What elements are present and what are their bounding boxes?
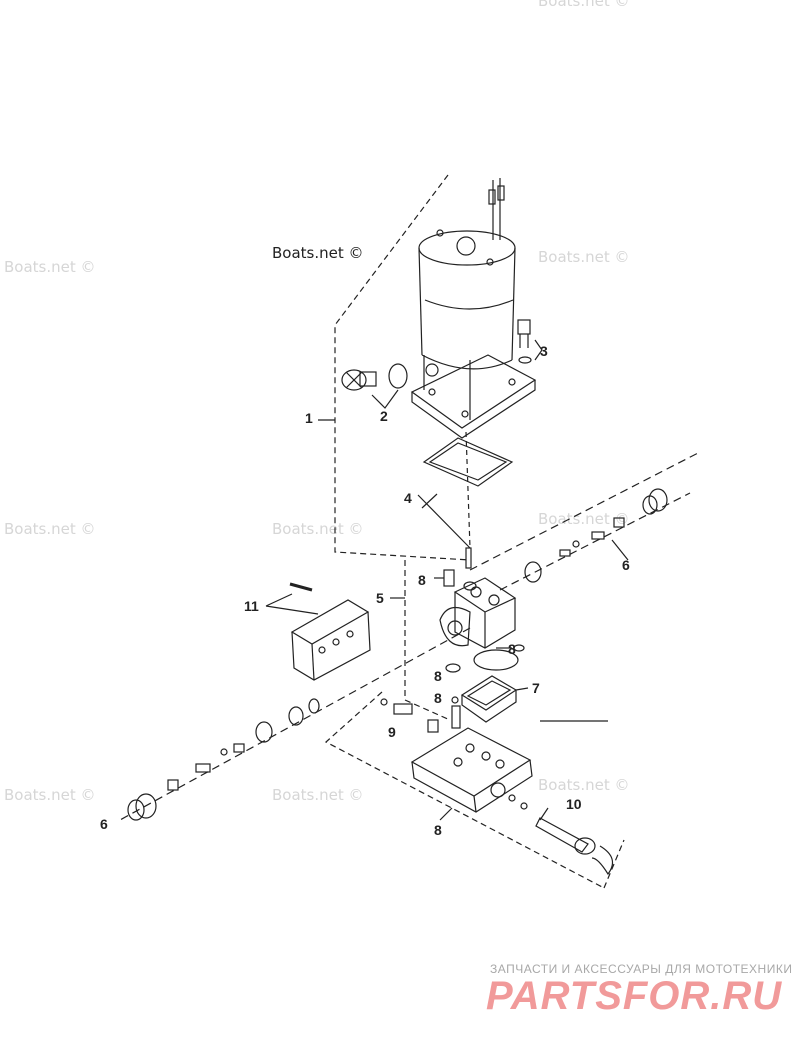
callout-8-lower: 8 xyxy=(434,690,442,706)
brand-tagline: ЗАПЧАСТИ И АКСЕССУАРЫ ДЛЯ МОТОТЕХНИКИ xyxy=(490,962,793,976)
callout-9: 9 xyxy=(388,724,396,740)
fill-plug-2 xyxy=(341,363,408,409)
callout-1: 1 xyxy=(305,410,313,426)
motor-assembly xyxy=(410,178,537,439)
watermark: Boats.net © xyxy=(272,786,364,804)
watermark: Boats.net © xyxy=(272,520,364,538)
watermark: Boats.net © xyxy=(4,786,96,804)
watermark: Boats.net © xyxy=(538,510,630,528)
callout-6-left: 6 xyxy=(100,816,108,832)
valve-axis-right xyxy=(469,451,701,591)
watermark: Boats.net © xyxy=(538,776,630,794)
callout-2: 2 xyxy=(380,408,388,424)
shaft-10 xyxy=(508,794,614,876)
callout-4: 4 xyxy=(404,490,412,506)
valve-block-11 xyxy=(265,582,371,681)
copyright-label: Boats.net © xyxy=(272,244,364,262)
callout-8-right: 8 xyxy=(508,641,516,657)
callout-6-right: 6 xyxy=(622,557,630,573)
callout-3: 3 xyxy=(540,343,548,359)
callout-8-base: 8 xyxy=(434,822,442,838)
callout-10: 10 xyxy=(566,796,582,812)
callout-11: 11 xyxy=(244,598,259,614)
group-bracket-5 xyxy=(404,560,451,721)
callout-7: 7 xyxy=(532,680,540,696)
cover-plate-7 xyxy=(445,649,608,729)
base-manifold-8 xyxy=(410,727,533,821)
brand-logo: PARTSFOR.RU xyxy=(486,974,783,1018)
valve-axis-left xyxy=(119,627,471,821)
watermark: Boats.net © xyxy=(4,520,96,538)
group-bracket-8 xyxy=(324,691,605,889)
callout-8-mid: 8 xyxy=(434,668,442,684)
pump-housing-5 xyxy=(434,569,525,652)
gasket-4 xyxy=(417,431,514,569)
screw-3 xyxy=(517,319,543,364)
callout-5: 5 xyxy=(376,590,384,606)
watermark: Boats.net © xyxy=(538,0,630,10)
callout-8-top: 8 xyxy=(418,572,426,588)
group-bracket-1 xyxy=(334,174,471,561)
watermark: Boats.net © xyxy=(538,248,630,266)
watermark: Boats.net © xyxy=(4,258,96,276)
